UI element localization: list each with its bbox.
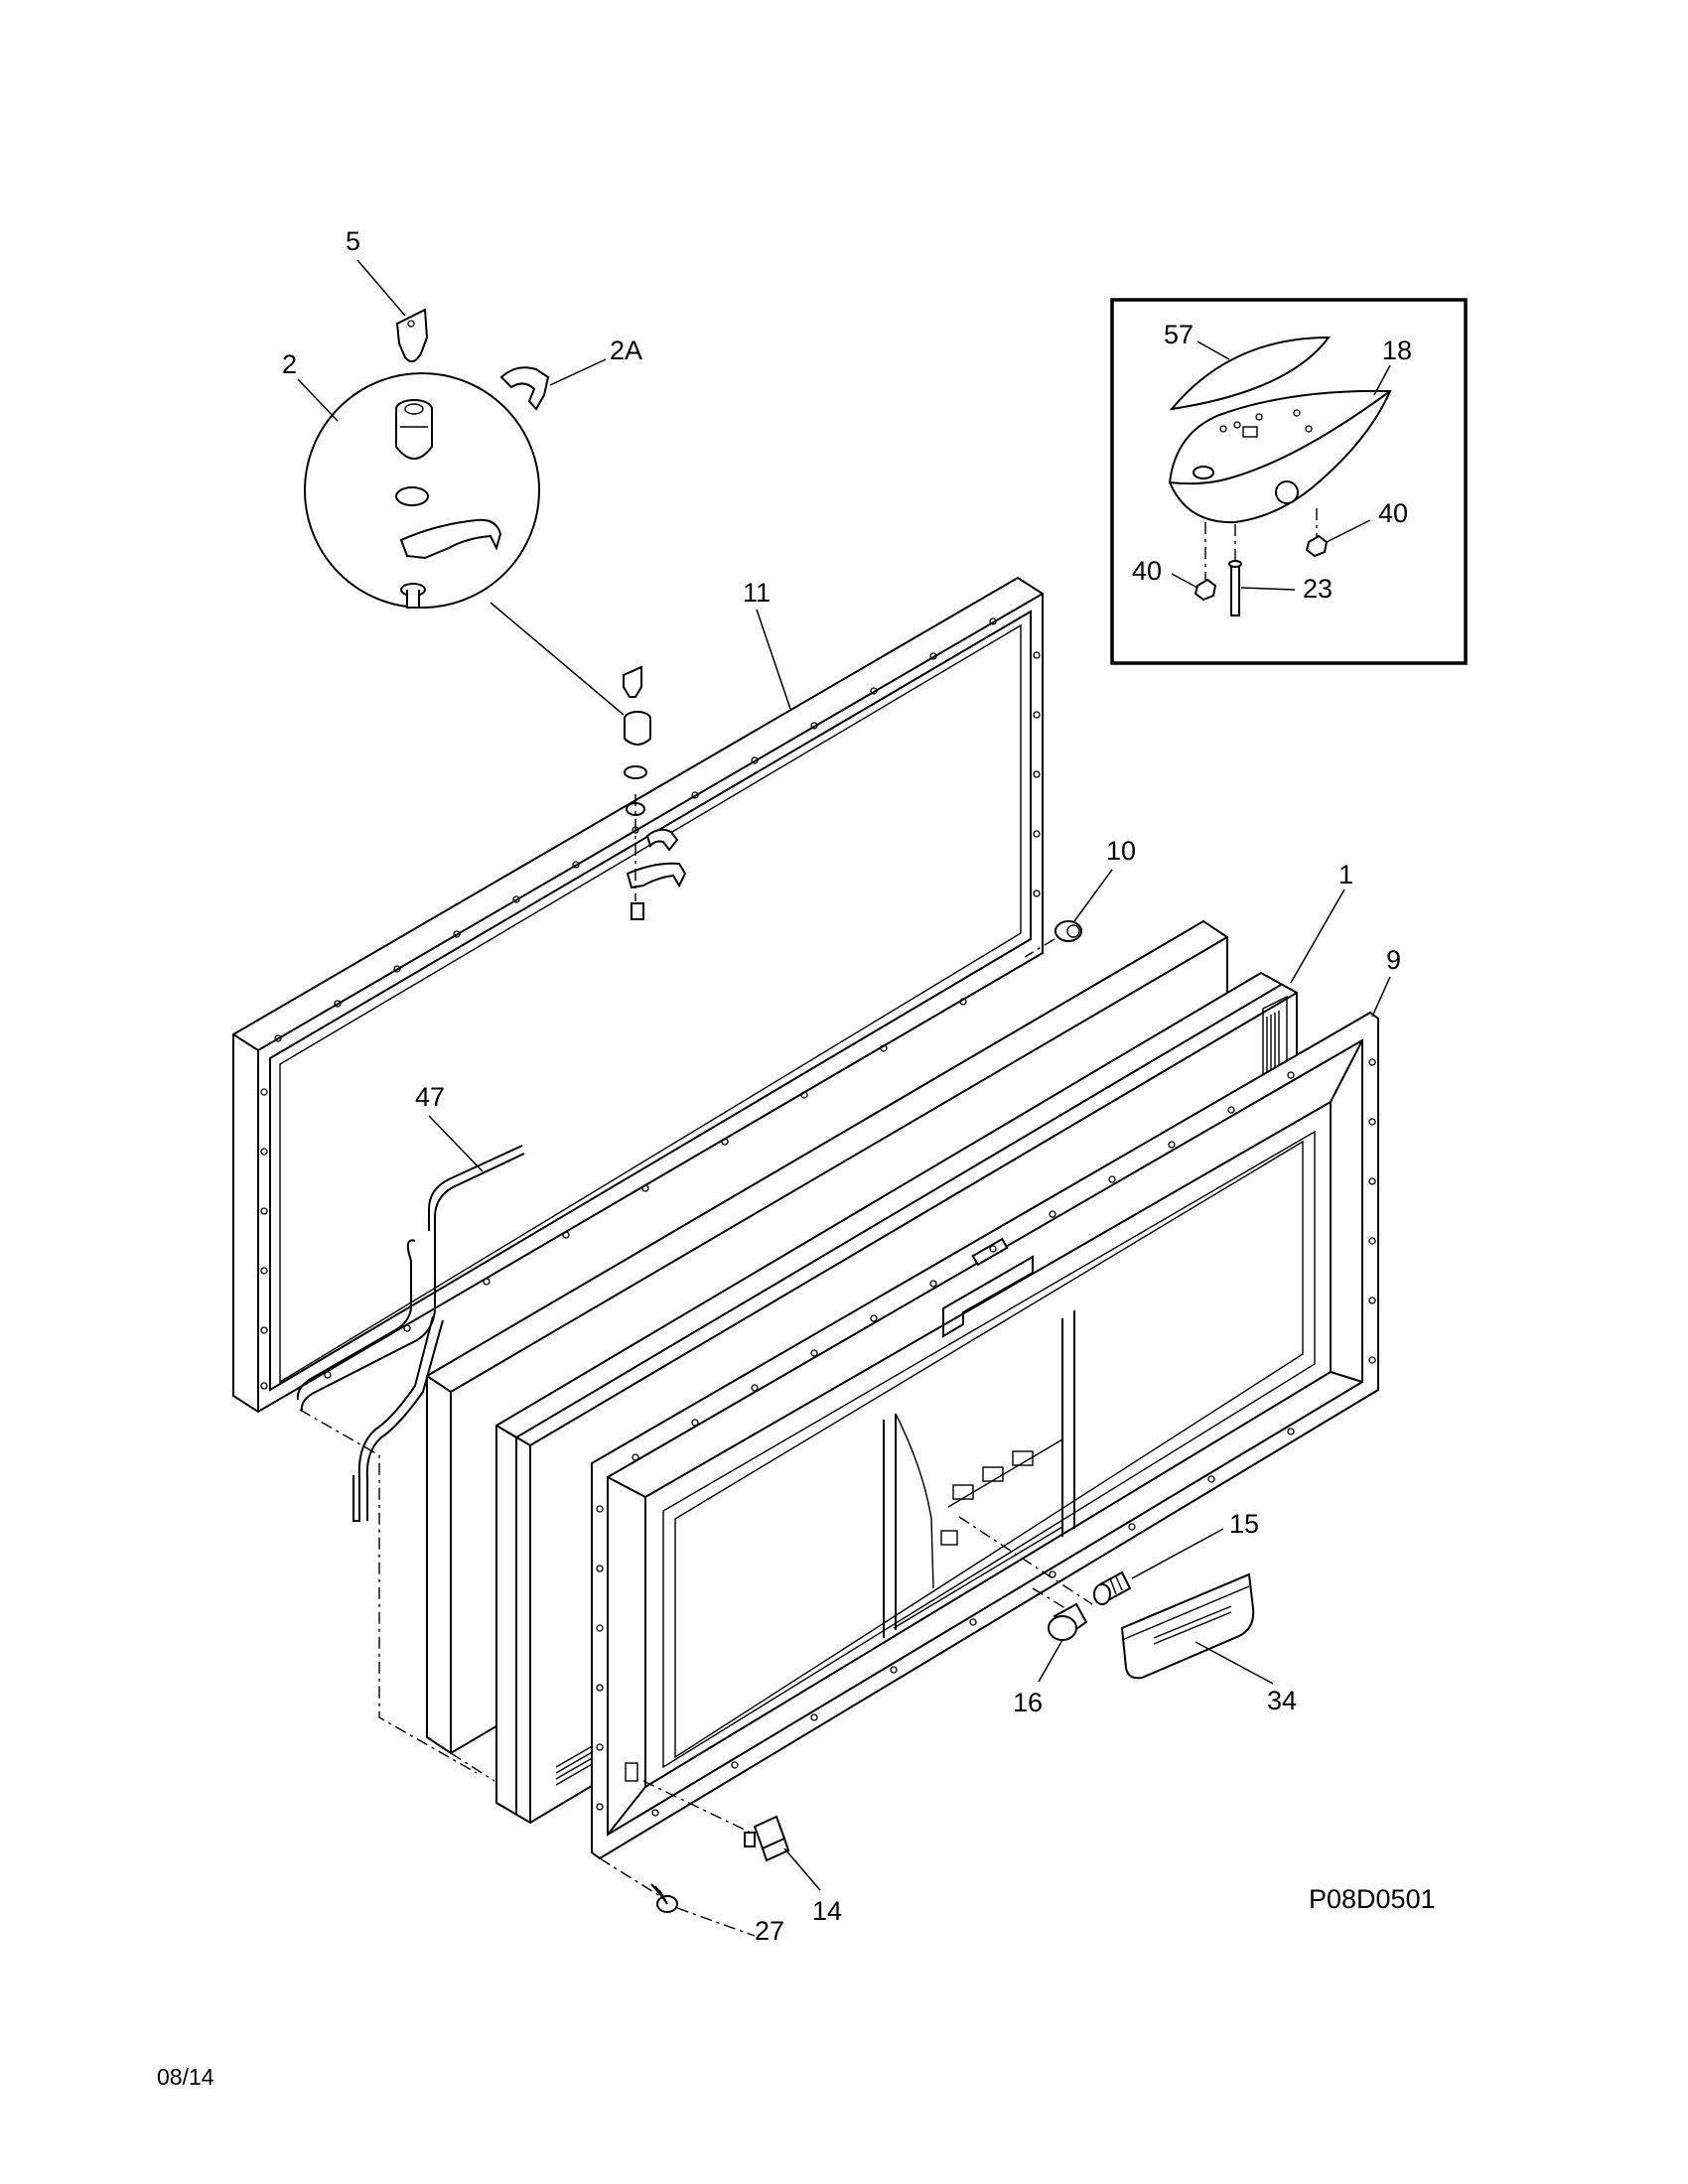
part-5-key [395,308,429,363]
part-15-socket [1093,1570,1132,1605]
part-14-switch [744,1815,790,1862]
callout-16: 16 [1013,1688,1043,1717]
callout-labels: 5 2 2A 11 57 18 40 40 23 10 1 9 47 15 16… [282,226,1412,1946]
leader-9 [1371,976,1391,1018]
part-9-door-panel [591,1011,1379,1860]
leader-40-left [1171,573,1198,589]
leader-1 [1290,888,1345,984]
leader-27 [676,1907,756,1937]
callout-11: 11 [743,578,771,608]
callout-40-left: 40 [1132,556,1162,586]
part-2-lock-detail [304,372,540,609]
callout-2: 2 [282,349,297,379]
callout-9: 9 [1386,945,1401,975]
callout-15: 15 [1229,1509,1259,1539]
callout-10: 10 [1106,836,1136,866]
leader-18 [1373,364,1391,396]
bumper-connector [1024,938,1055,958]
diagram-code: P08D0501 [1309,1884,1436,1914]
part-47-wire [296,1145,525,1522]
lid-frame-holes [260,617,1041,1390]
part-2a-clip [499,366,550,411]
callout-23: 23 [1303,574,1333,604]
part-34-shield [1120,1572,1255,1680]
leader-2 [297,378,339,422]
leader-23 [1240,587,1296,591]
leader-5 [356,259,406,317]
callout-40-right: 40 [1378,498,1408,528]
part-10-bumper [1055,920,1082,942]
leader-40-right [1326,519,1371,543]
part-40-nut-left [1194,578,1217,602]
callout-27: 27 [755,1916,784,1946]
part-16-bulb [1048,1602,1088,1641]
leader-11 [756,609,791,710]
part-40-nut-right [1305,534,1329,558]
callout-34: 34 [1267,1686,1297,1715]
leader-15 [1131,1528,1224,1579]
part-57-lens [1169,336,1331,411]
control-panel-inset [1110,298,1468,665]
door-panel-holes [596,1058,1376,1817]
callout-1: 1 [1338,860,1353,889]
callout-2a: 2A [610,336,642,365]
part-18-housing [1168,389,1392,524]
lock-detail-connector [490,602,625,716]
part-11-lid-frame [232,576,1044,1414]
callout-18: 18 [1382,336,1412,365]
part-23-shaft [1230,563,1240,616]
part-27-screw [650,1883,678,1913]
leader-16 [1038,1639,1063,1683]
leader-14 [783,1847,821,1891]
callout-5: 5 [346,226,360,256]
leader-34 [1195,1641,1274,1685]
leader-47 [428,1115,484,1172]
callout-14: 14 [812,1896,842,1926]
revision-date: 08/14 [157,2064,214,2090]
leader-10 [1073,869,1113,922]
callout-47: 47 [415,1082,445,1112]
callout-57: 57 [1164,320,1194,349]
leader-57 [1196,341,1230,360]
leader-2a [549,358,607,386]
